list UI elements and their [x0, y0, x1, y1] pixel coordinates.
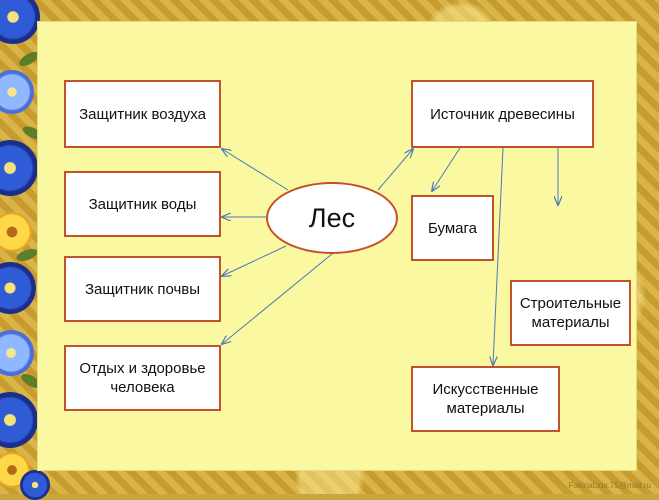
arrow-wood-to-artificial: [493, 147, 504, 365]
node-label: Строительные материалы: [519, 295, 622, 331]
node-label: Защитник воды: [88, 195, 197, 213]
node-air-protector: Защитник воздуха: [64, 80, 221, 148]
arrow-forest-to-soil: [222, 245, 287, 276]
arrow-wood-to-paper: [432, 147, 461, 191]
node-human-health: Отдых и здоровье человека: [64, 345, 221, 411]
flower-decoration: [0, 70, 34, 114]
arrow-forest-to-health: [222, 253, 333, 344]
node-label: Защитник почвы: [84, 280, 201, 298]
node-forest-center: Лес: [266, 182, 398, 254]
node-label: Бумага: [428, 219, 477, 237]
node-artificial-materials: Искусственные материалы: [411, 366, 560, 432]
node-water-protector: Защитник воды: [64, 171, 221, 237]
node-label: Источник древесины: [430, 105, 575, 123]
node-soil-protector: Защитник почвы: [64, 256, 221, 322]
node-wood-source: Источник древесины: [411, 80, 594, 148]
node-label: Отдых и здоровье человека: [79, 360, 206, 396]
node-building-materials: Строительные материалы: [510, 280, 631, 346]
flower-decoration: [0, 212, 32, 252]
node-label: Лес: [308, 202, 356, 233]
watermark: FokinaLida.75@mail.ru: [568, 481, 651, 490]
arrow-forest-to-wood: [377, 149, 413, 191]
arrow-forest-to-air: [222, 149, 289, 191]
node-label: Искусственные материалы: [432, 381, 539, 417]
node-paper: Бумага: [411, 195, 494, 261]
node-label: Защитник воздуха: [79, 105, 206, 123]
